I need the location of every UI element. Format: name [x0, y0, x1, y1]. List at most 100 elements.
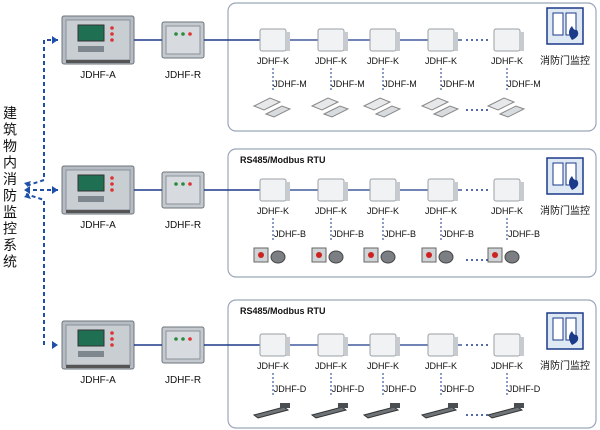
- k-module-side: [344, 337, 348, 356]
- electromagnet-core: [426, 252, 432, 258]
- indicator-led: [110, 331, 114, 335]
- sensor-label: JDHF-D: [274, 384, 307, 394]
- sensor-label: JDHF-B: [508, 229, 540, 239]
- magnet-sensor-pair: [432, 105, 460, 118]
- electromagnet-core: [492, 252, 498, 258]
- door-closer-body: [514, 403, 524, 408]
- magnet-sensor-pair: [374, 105, 402, 118]
- host-keypad: [78, 196, 104, 202]
- sensor-label: JDHF-B: [332, 229, 364, 239]
- sensor-label: JDHF-M: [441, 79, 475, 89]
- magnet-sensor-pair: [322, 105, 350, 118]
- indicator-led: [181, 182, 185, 186]
- side-title-char: 内: [3, 156, 17, 172]
- k-module-side: [396, 32, 400, 51]
- k-module-side: [454, 32, 458, 51]
- arrow-head-icon: [24, 186, 30, 194]
- k-module-side: [286, 32, 290, 51]
- arrow-head-icon: [24, 181, 31, 187]
- bus-label: RS485/Modbus RTU: [240, 306, 326, 316]
- electromagnet-anchor: [504, 250, 520, 264]
- arrow-head-icon: [52, 36, 58, 44]
- indicator-led: [188, 337, 192, 341]
- side-title-char: 系: [3, 238, 17, 254]
- arrow-head-icon: [24, 193, 31, 199]
- sensor-label: JDHF-M: [507, 79, 541, 89]
- repeater-face: [165, 25, 201, 55]
- k-module-side: [520, 337, 524, 356]
- magnet-sensor: [486, 97, 516, 111]
- host-keypad: [78, 46, 104, 52]
- electromagnet-anchor: [438, 250, 454, 264]
- k-module: [427, 178, 455, 202]
- module-label: JDHF-K: [425, 206, 457, 216]
- magnet-sensor: [420, 97, 450, 111]
- host-screen: [77, 174, 105, 192]
- host-base: [66, 365, 130, 368]
- door-closer-arm: [420, 406, 458, 419]
- host-label: JDHF-A: [80, 375, 116, 386]
- k-module-side: [520, 182, 524, 201]
- module-group: JDHF-K JDHF-M: [420, 28, 475, 118]
- k-module-side: [396, 182, 400, 201]
- door-leaf-icon: [552, 317, 564, 341]
- door-monitor-icon: [546, 7, 584, 45]
- subsystem-panel: [227, 299, 597, 429]
- module-label: JDHF-K: [491, 56, 523, 66]
- indicator-led: [188, 32, 192, 36]
- sensor-label: JDHF-D: [442, 384, 475, 394]
- door-monitor-label: 消防门监控: [540, 204, 590, 217]
- module-label: JDHF-K: [257, 206, 289, 216]
- k-module: [259, 178, 287, 202]
- door-closer-arm: [310, 406, 348, 419]
- host-label: JDHF-A: [80, 220, 116, 231]
- repeater-face: [165, 330, 201, 360]
- magnet-sensor: [310, 97, 340, 111]
- dashed-link: [25, 39, 58, 345]
- indicator-led: [110, 337, 114, 341]
- electromagnet-core: [258, 252, 264, 258]
- indicator-led: [174, 337, 178, 341]
- indicator-led: [181, 32, 185, 36]
- module-label: JDHF-K: [425, 361, 457, 371]
- indicator-led: [110, 38, 114, 42]
- door-monitor-icon: [546, 312, 584, 350]
- bus-label: RS485/Modbus RTU: [240, 155, 326, 165]
- module-label: JDHF-K: [257, 361, 289, 371]
- indicator-led: [181, 337, 185, 341]
- k-module-side: [286, 337, 290, 356]
- sensor-label: JDHF-B: [442, 229, 474, 239]
- indicator-led: [110, 26, 114, 30]
- module-label: JDHF-K: [425, 56, 457, 66]
- sensor-label: JDHF-D: [332, 384, 365, 394]
- fire-icon: [569, 331, 579, 345]
- host-screen: [77, 24, 105, 42]
- side-title-char: 筑: [3, 123, 17, 139]
- indicator-led: [174, 182, 178, 186]
- subsystem-panel: [227, 148, 597, 278]
- k-module-side: [344, 182, 348, 201]
- indicator-led: [110, 32, 114, 36]
- k-module: [427, 28, 455, 52]
- k-module: [427, 333, 455, 357]
- indicator-led: [110, 176, 114, 180]
- side-title-char: 监: [3, 205, 17, 221]
- module-label: JDHF-K: [315, 56, 347, 66]
- door-closer-arm: [486, 406, 524, 419]
- k-module-side: [344, 32, 348, 51]
- k-module: [317, 333, 345, 357]
- sensor-label: JDHF-D: [384, 384, 417, 394]
- side-title-char: 建: [3, 106, 17, 122]
- fire-icon: [569, 26, 579, 40]
- k-module: [493, 28, 521, 52]
- side-title-char: 防: [3, 189, 17, 205]
